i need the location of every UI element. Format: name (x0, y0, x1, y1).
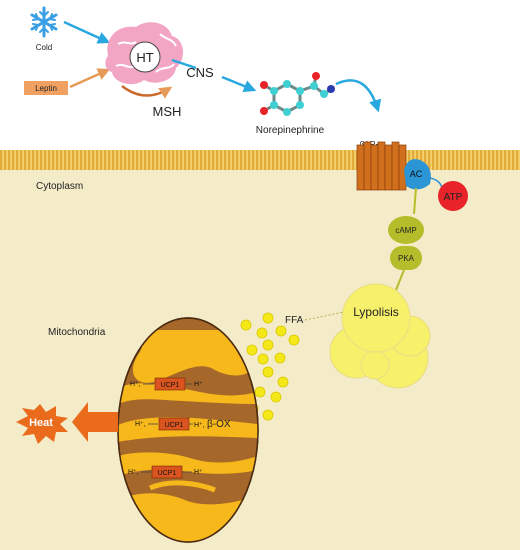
atp-circle (438, 181, 468, 211)
atp-label: ATP (444, 192, 463, 203)
camp-label: cAMP (395, 226, 416, 235)
cold-label: Cold (36, 43, 52, 52)
mitochondrion (117, 317, 259, 543)
heat-label: Heat (29, 417, 53, 429)
starburst-icon (16, 404, 68, 444)
heat-arrow (72, 402, 118, 442)
msh-label: MSH (153, 104, 182, 119)
beta-adrenergic-receptor (356, 141, 407, 191)
norepinephrine-label: Norepinephrine (256, 125, 325, 136)
pka-to-lipid-line (395, 269, 405, 291)
h-plus-1b: H⁺ (194, 381, 203, 388)
pka-shape (390, 246, 422, 270)
snowflake-icon (30, 6, 58, 38)
h-plus-2b: H⁺, (194, 422, 205, 429)
ucp1-label-3: UCP1 (158, 470, 177, 477)
leptin-label: Leptin (35, 84, 57, 93)
free-fatty-acid-dots (240, 312, 300, 421)
leptin-to-ht-arrow (69, 68, 111, 89)
norepinephrine-to-receptor-arrow (335, 79, 382, 113)
molecule-icon (260, 72, 335, 116)
membrane-texture (0, 150, 520, 170)
lypolisis-label: Lypolisis (353, 305, 399, 319)
cytoplasm-region (0, 158, 520, 550)
h-plus-3a: H⁺, (128, 469, 139, 476)
cold-to-ht-arrow (63, 20, 111, 44)
lipid-droplet-cluster (329, 283, 431, 389)
ht-label: HT (136, 50, 153, 65)
ucp1-label-2: UCP1 (165, 422, 184, 429)
ac-to-camp-line (413, 187, 417, 215)
ht-to-cns-line (171, 58, 197, 70)
ucp1-label-1: UCP1 (161, 382, 180, 389)
h-plus-1a: H⁺, (130, 381, 141, 388)
cns-label: CNS (186, 65, 214, 80)
mitochondria-label: Mitochondria (48, 327, 106, 338)
adenylyl-cyclase (404, 159, 431, 190)
hypothalamus-brain-icon (105, 22, 184, 85)
camp-ellipse (388, 216, 424, 244)
h-plus-3b: H⁺ (194, 469, 203, 476)
pka-label: PKA (398, 254, 415, 263)
ffa-connector (304, 311, 345, 321)
cns-to-norepinephrine-arrow (221, 75, 257, 93)
cytoplasm-label: Cytoplasm (36, 181, 83, 192)
h-plus-2a: H⁺, (135, 421, 146, 428)
ac-label: AC (410, 169, 423, 179)
beta-ox-label: β-OX (207, 419, 231, 430)
msh-loop-arrow (121, 85, 173, 99)
ffa-label: FFA (285, 315, 304, 326)
leptin-box (24, 81, 68, 95)
